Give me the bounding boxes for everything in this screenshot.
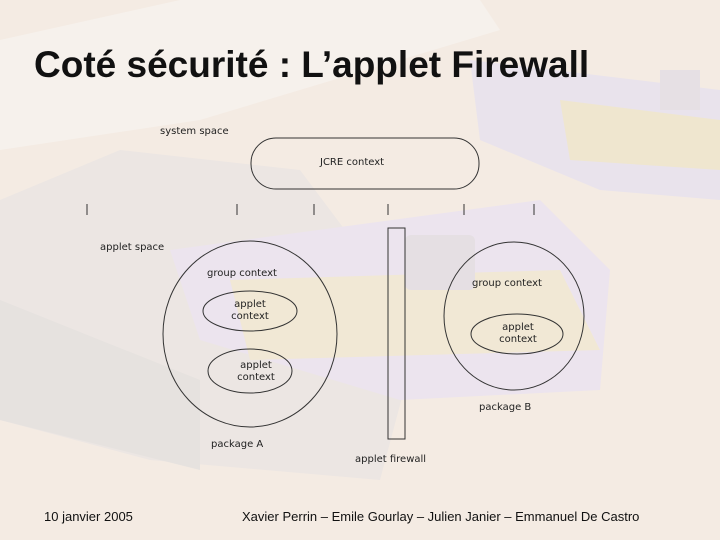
applet-firewall-bar bbox=[387, 227, 406, 440]
jcre-context-shape bbox=[250, 137, 480, 190]
applet-context-shape bbox=[470, 313, 564, 355]
package-b-label: package B bbox=[479, 402, 532, 413]
package-a-circle bbox=[162, 240, 338, 428]
applet-context-label: applet context bbox=[237, 360, 275, 383]
slide-title: Coté sécurité : L’applet Firewall bbox=[34, 44, 590, 85]
group-context-label-b: group context bbox=[472, 278, 542, 289]
applet-space-label: applet space bbox=[100, 242, 165, 253]
package-b-circle bbox=[443, 241, 585, 391]
applet-context-shape bbox=[207, 348, 293, 394]
applet-context-label: applet context bbox=[499, 322, 537, 345]
system-space-label: system space bbox=[160, 126, 229, 137]
applet-context-shape bbox=[202, 290, 298, 332]
applet-context-label: applet context bbox=[231, 299, 269, 322]
footer-authors: Xavier Perrin – Emile Gourlay – Julien J… bbox=[242, 509, 640, 524]
applet-firewall-label: applet firewall bbox=[355, 454, 427, 465]
footer-date: 10 janvier 2005 bbox=[44, 509, 133, 524]
package-a-label: package A bbox=[211, 439, 264, 450]
group-context-label-a: group context bbox=[207, 268, 277, 279]
jcre-context-label: JCRE context bbox=[320, 157, 385, 168]
